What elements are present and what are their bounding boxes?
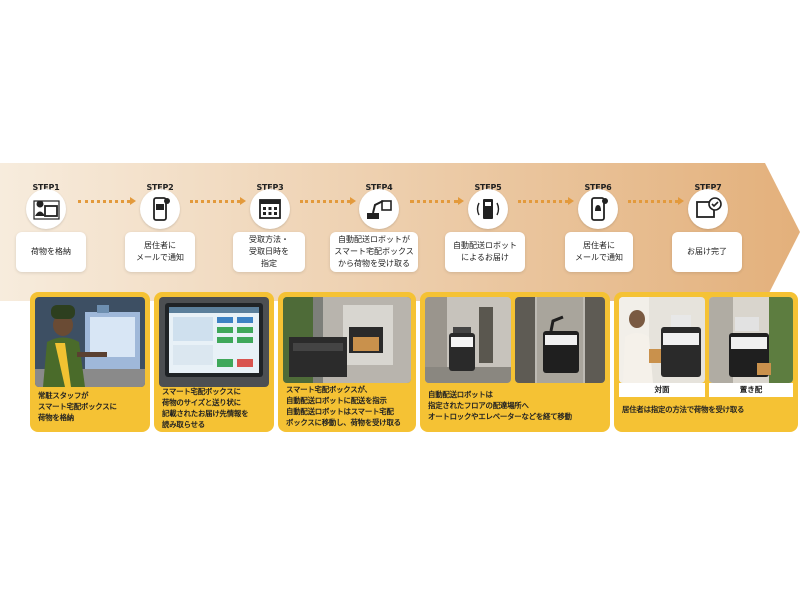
step-7-circle	[688, 189, 728, 229]
card-3-caption: スマート宅配ボックスが、 自動配送ロボットに配送を指示 自動配送ロボットはスマー…	[286, 385, 401, 427]
card-2-caption: スマート宅配ボックスに 荷物のサイズと送り状に 記載されたお届け先情報を 読み取…	[162, 387, 249, 429]
connector-3-4	[300, 200, 350, 203]
card-5-caption: 居住者は指定の方法で荷物を受け取る	[622, 405, 745, 414]
step-2-description: 居住者に メールで通知	[125, 232, 195, 272]
delivery-option-leave-at-door: 置き配	[709, 383, 793, 397]
connector-5-6	[518, 200, 568, 203]
photo-robot-elevator	[515, 297, 605, 383]
delivery-option-face-to-face: 対面	[619, 383, 705, 397]
photo-touchscreen	[159, 297, 269, 387]
step-2-label: STEP2	[146, 183, 174, 192]
robot-arm-icon	[367, 200, 392, 219]
connector-1-2	[78, 200, 130, 203]
step-3-description: 受取方法・ 受取日時を 指定	[233, 232, 305, 272]
step-7-label: STEP7	[694, 183, 722, 192]
step-6-label: STEP6	[584, 183, 612, 192]
person-box-icon	[33, 200, 60, 220]
step-4-description: 自動配送ロボットが スマート宅配ボックス から荷物を受け取る	[330, 232, 418, 272]
photo-face-to-face	[619, 297, 705, 383]
photo-staff-storing	[35, 297, 145, 387]
card-1-caption: 常駐スタッフが スマート宅配ボックスに 荷物を格納	[38, 391, 117, 422]
arrowhead-icon	[568, 197, 574, 205]
step-4-circle	[359, 189, 399, 229]
connector-6-7	[628, 200, 678, 203]
step-5-label: STEP5	[474, 183, 502, 192]
step-7-description: お届け完了	[672, 232, 742, 272]
step-5-circle	[468, 189, 508, 229]
arrowhead-icon	[678, 197, 684, 205]
step-1-circle	[26, 189, 66, 229]
card-3: スマート宅配ボックスが、 自動配送ロボットに配送を指示 自動配送ロボットはスマー…	[278, 292, 416, 432]
step-4-label: STEP4	[365, 183, 393, 192]
arrowhead-icon	[240, 197, 246, 205]
step-1-description: 荷物を格納	[16, 232, 86, 272]
arrowhead-icon	[350, 197, 356, 205]
step-6-circle	[578, 189, 618, 229]
robot-signal-icon	[476, 199, 500, 219]
step-3-circle	[250, 189, 290, 229]
step-3-label: STEP3	[256, 183, 284, 192]
arrowhead-icon	[458, 197, 464, 205]
card-1: 常駐スタッフが スマート宅配ボックスに 荷物を格納	[30, 292, 150, 432]
step-6-description: 居住者に メールで通知	[565, 232, 633, 272]
photo-robot-hallway	[425, 297, 511, 383]
connector-4-5	[410, 200, 458, 203]
photo-leave-at-door	[709, 297, 793, 383]
arrowhead-icon	[130, 197, 136, 205]
photo-robot-receiving	[283, 297, 411, 383]
card-4: 自動配送ロボットは 指定されたフロアの配達場所へ オートロックやエレベーターなど…	[420, 292, 610, 432]
phone-bell-icon	[591, 197, 608, 221]
step-5-description: 自動配送ロボット によるお届け	[445, 232, 525, 272]
calendar-icon	[259, 199, 281, 219]
card-4-caption: 自動配送ロボットは 指定されたフロアの配達場所へ オートロックやエレベーターなど…	[428, 390, 572, 421]
card-2: スマート宅配ボックスに 荷物のサイズと送り状に 記載されたお届け先情報を 読み取…	[154, 292, 274, 432]
box-check-icon	[696, 197, 722, 218]
connector-2-3	[190, 200, 240, 203]
card-5: 対面 置き配 居住者は指定の方法で荷物を受け取る	[614, 292, 798, 432]
phone-mail-icon	[153, 197, 170, 221]
step-2-circle	[140, 189, 180, 229]
step-1-label: STEP1	[32, 183, 60, 192]
